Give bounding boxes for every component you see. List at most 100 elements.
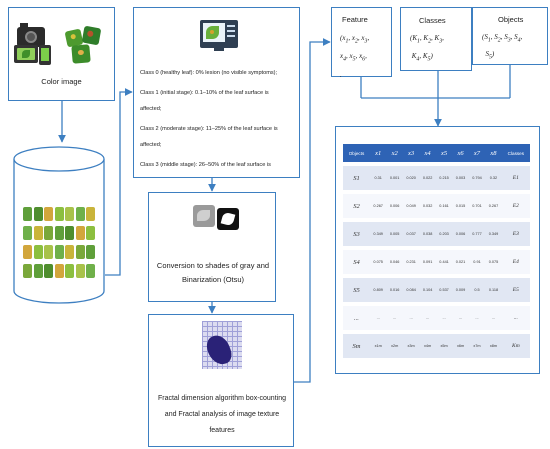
fractal-analysis-label: Fractal dimension algorithm box-counting…: [157, 395, 286, 434]
objects-title: Objects: [498, 15, 524, 24]
image-database-cylinder: [13, 145, 105, 305]
table-cell: 0.5: [468, 276, 486, 306]
leaf-thumbnail: [65, 264, 74, 278]
table-cell: ...: [419, 304, 436, 334]
table-cell: 0.349: [369, 220, 387, 250]
leaf-thumbnail: [23, 226, 32, 240]
class-line: Class 1 (initial stage): 0.1–10% of the …: [140, 90, 269, 96]
class-line: Class 3 (middle stage): 26–50% of the le…: [140, 162, 271, 168]
table-header-cell: x2: [386, 144, 403, 166]
table-cell: S2: [343, 192, 370, 222]
table-cell: x2m: [386, 332, 403, 362]
leaf-thumbnail: [23, 245, 32, 259]
table-cell: S3: [343, 220, 370, 250]
table-header-cell: x1: [369, 144, 387, 166]
table-header-cell: Objects: [343, 144, 370, 166]
table-cell: 0.777: [468, 220, 486, 250]
table-cell: S5: [343, 276, 370, 306]
table-cell: ...: [435, 304, 453, 334]
table-cell: 0.091: [419, 248, 436, 278]
table-cell: 0.161: [435, 192, 453, 222]
color-image-box: Color image: [8, 7, 115, 101]
monitor-icon: [200, 20, 238, 51]
table-cell: 0.038: [419, 220, 436, 250]
class-description-text: Class 0 (healthy leaf): 0% lesion (no vi…: [140, 62, 295, 172]
leaf-thumbnails: [23, 207, 97, 287]
color-image-label: Color image: [41, 77, 82, 86]
table-cell: x5m: [435, 332, 453, 362]
table-cell: S4: [343, 248, 370, 278]
leaf-thumbnail: [33, 245, 43, 259]
classes-title: Classes: [419, 16, 446, 25]
table-cell: 0.441: [435, 248, 453, 278]
table-cell: 0.016: [386, 276, 403, 306]
box-counting-image: [202, 321, 242, 369]
class-line: Class 0 (healthy leaf): 0% lesion (no vi…: [140, 70, 278, 76]
table-cell: ...: [402, 304, 420, 334]
table-cell: 0.118: [485, 276, 502, 306]
table-cell: 0.001: [386, 164, 403, 194]
class-line: affected;: [140, 142, 162, 148]
objects-vector: (S1, S2, S3, S4, S5): [482, 33, 523, 61]
table-cell: 0.046: [386, 248, 403, 278]
table-cell: 0.809: [369, 276, 387, 306]
leaf-thumbnail: [54, 264, 64, 278]
table-cell: 0.215: [435, 164, 453, 194]
diseased-leaf-icon: [81, 25, 102, 46]
leaf-thumbnail: [75, 226, 85, 240]
table-cell: 0.267: [485, 192, 502, 222]
leaf-thumbnail: [54, 207, 64, 221]
table-cell: 0.91: [468, 248, 486, 278]
table-cell: 0.231: [402, 248, 420, 278]
table-cell: 0.021: [452, 248, 469, 278]
table-row: ..............................: [343, 304, 530, 334]
table-cell: 0.005: [386, 220, 403, 250]
table-cell: ...: [386, 304, 403, 334]
table-cell: ...: [452, 304, 469, 334]
leaf-thumbnail: [33, 226, 43, 240]
camera-icon: [17, 23, 45, 47]
conversion-box: Conversion to shades of gray and Binariz…: [148, 192, 276, 302]
binary-leaf-icon: [217, 208, 239, 230]
table-cell: 0.32: [485, 164, 502, 194]
table-cell: E1: [501, 164, 530, 194]
table-cell: x6m: [452, 332, 469, 362]
leaf-thumbnail: [86, 264, 95, 278]
leaf-thumbnail: [65, 226, 74, 240]
table-cell: 0.701: [468, 192, 486, 222]
leaf-thumbnail: [23, 207, 32, 221]
table-cell: E3: [501, 220, 530, 250]
table-cell: 0.349: [485, 220, 502, 250]
table-header-cell: x4: [419, 144, 436, 166]
feature-vector: (x1, x2, x3,x4, x5, x6,.: [340, 34, 370, 79]
feature-box: Feature (x1, x2, x3,x4, x5, x6,.: [331, 7, 392, 79]
table-header-cell: x5: [435, 144, 453, 166]
table-cell: 0.006: [452, 220, 469, 250]
objects-box: Objects (S1, S2, S3, S4, S5): [472, 7, 548, 65]
table-cell: 0.084: [402, 276, 420, 306]
table-cell: 0.032: [419, 192, 436, 222]
table-cell: x1m: [369, 332, 387, 362]
leaf-thumbnail: [86, 226, 95, 240]
leaf-thumbnail: [86, 207, 95, 221]
table-cell: 0.075: [369, 248, 387, 278]
table-cell: 0.075: [485, 248, 502, 278]
table-cell: 0.794: [468, 164, 486, 194]
table-cell: S1: [343, 164, 370, 194]
leaf-thumbnail: [65, 245, 74, 259]
diseased-leaf-icon: [71, 44, 91, 64]
table-cell: 0.020: [402, 164, 420, 194]
leaf-thumbnail: [75, 264, 85, 278]
table-cell: 0.015: [452, 192, 469, 222]
leaf-thumbnail: [54, 226, 64, 240]
phone-leaf-icon: [39, 45, 51, 65]
table-cell: 0.537: [435, 276, 453, 306]
table-cell: 0.104: [419, 276, 436, 306]
leaf-thumbnail: [75, 245, 85, 259]
leaf-thumbnail: [44, 226, 53, 240]
